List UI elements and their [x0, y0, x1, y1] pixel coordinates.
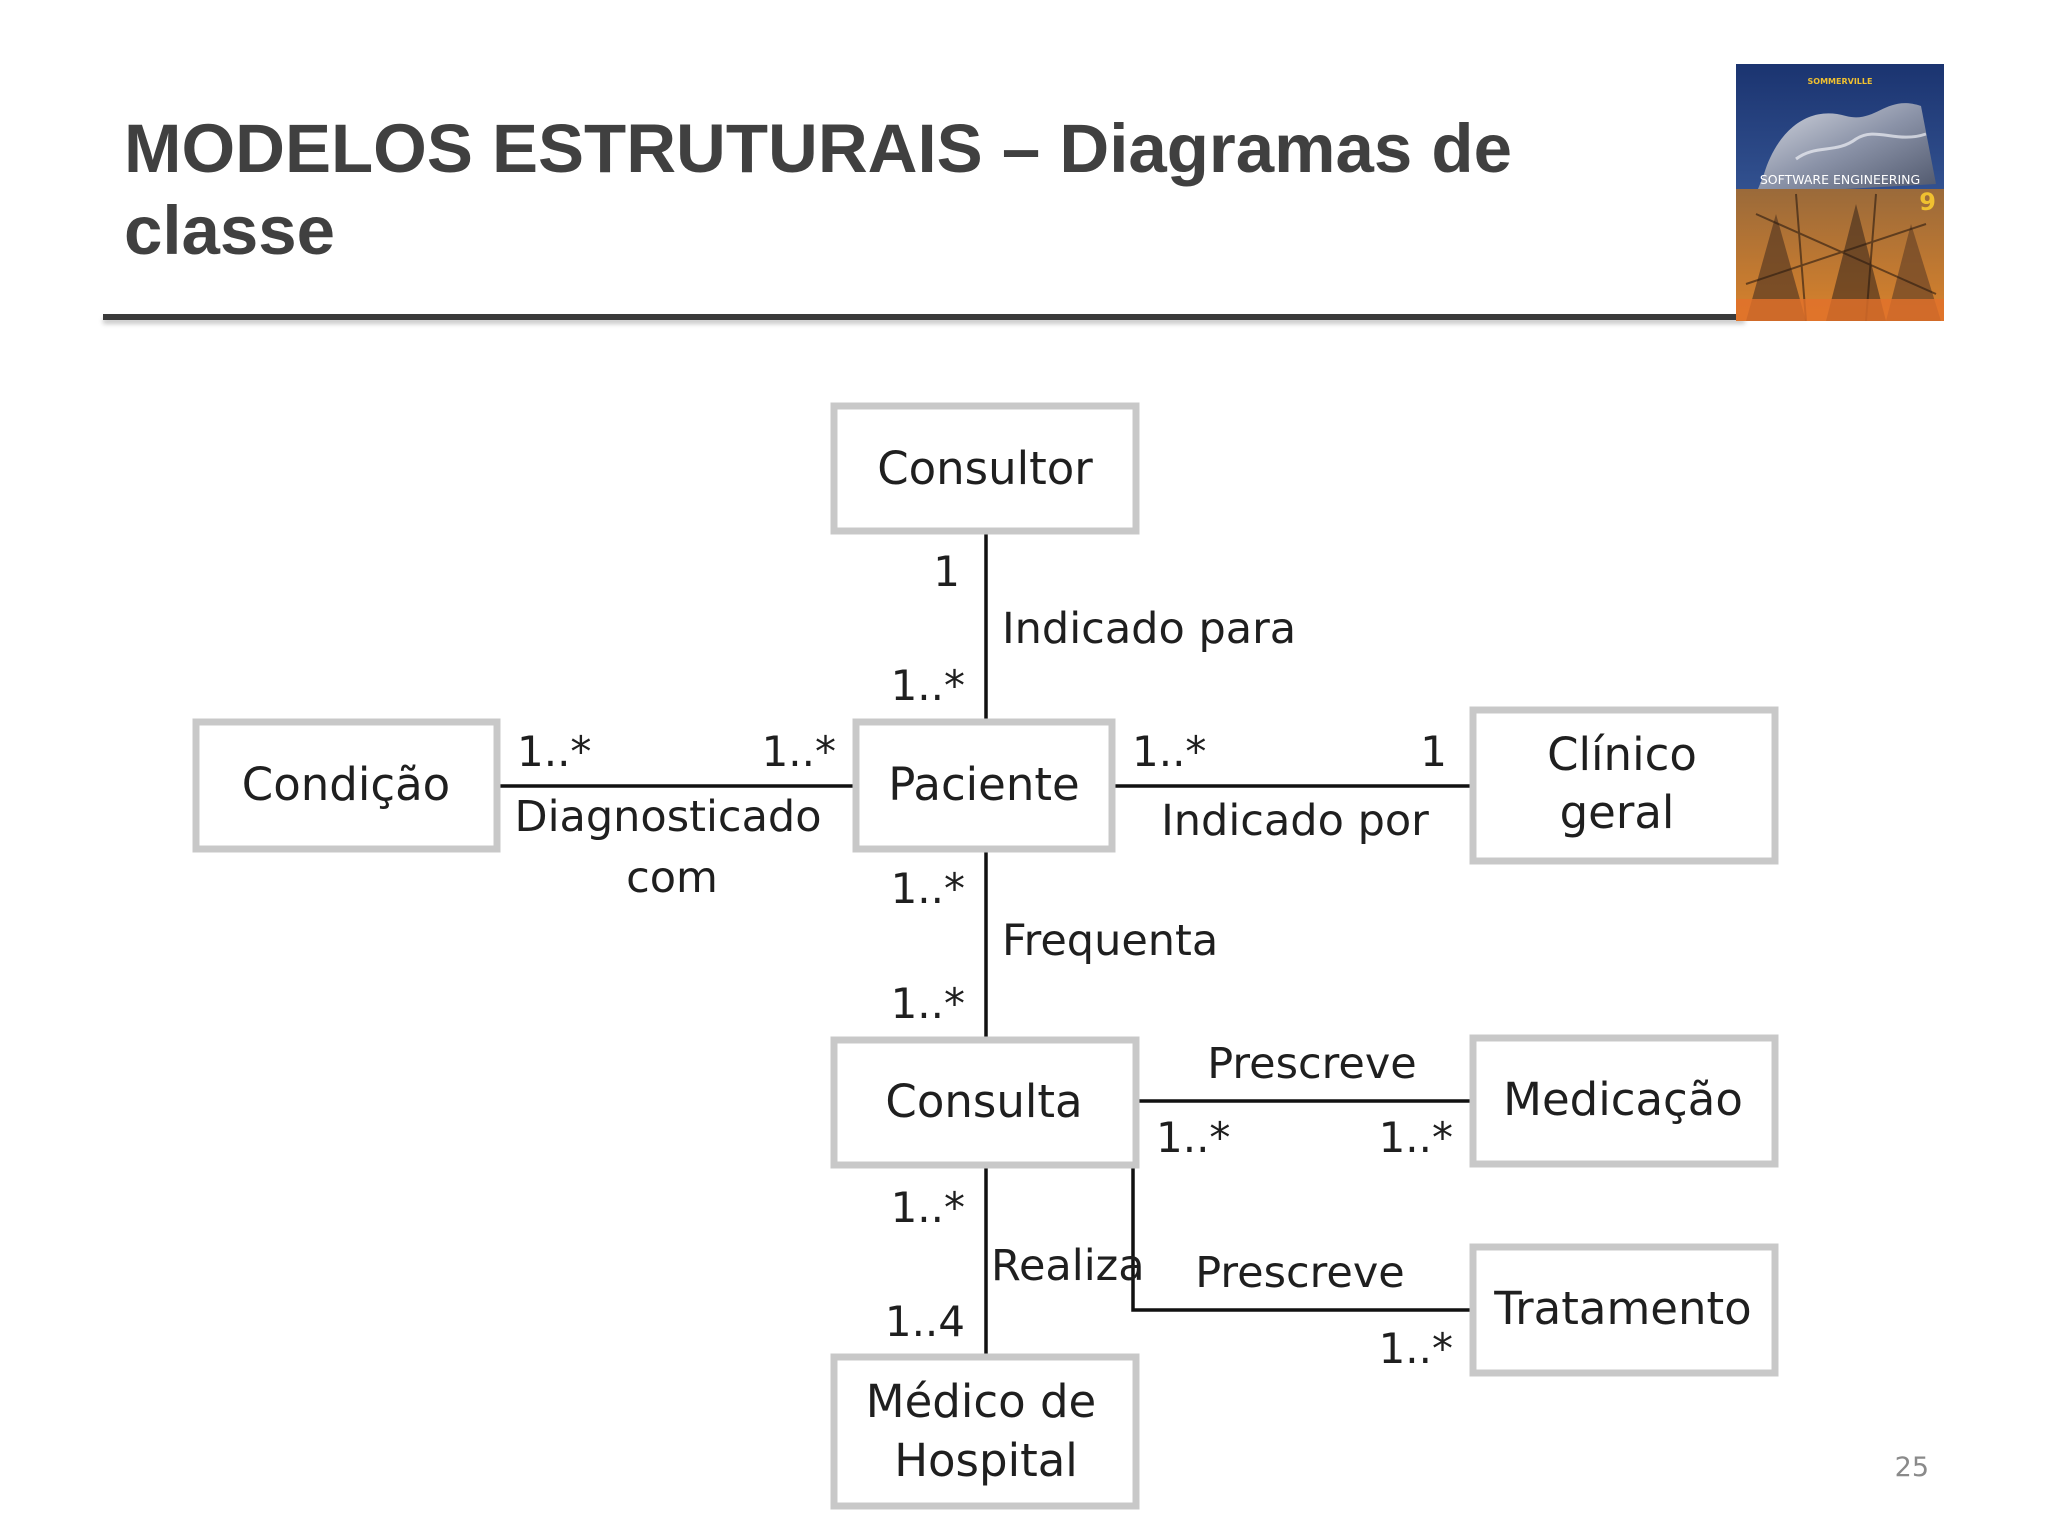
cover-author: SOMMERVILLE	[1808, 77, 1873, 86]
class-name-tratamento: Tratamento	[1493, 1282, 1751, 1335]
cover-title: SOFTWARE ENGINEERING	[1760, 172, 1920, 187]
assoc-label-diagnosticado-line-2: com	[626, 853, 718, 903]
class-name-condicao: Condição	[242, 758, 450, 811]
assoc-label-diagnosticado-line-1: Diagnosticado	[514, 792, 821, 842]
mult-condicao-side: 1..*	[517, 727, 591, 776]
class-condicao: Condição	[192, 718, 501, 853]
mult-consultor-side: 1	[933, 547, 960, 596]
slide-title: MODELOS ESTRUTURAIS – Diagramas de class…	[124, 108, 1624, 272]
class-name-clinico-line-1: Clínico	[1547, 728, 1697, 781]
class-paciente: Paciente	[852, 718, 1116, 853]
assoc-label-prescreve-medicacao: Prescreve	[1207, 1039, 1417, 1089]
line-consulta-tratamento	[1131, 1166, 1473, 1312]
assoc-label-indicado-por: Indicado por	[1161, 796, 1429, 846]
mult-paciente-side-consulta: 1..*	[891, 864, 965, 913]
assoc-label-frequenta: Frequenta	[1002, 916, 1218, 966]
class-medico-de-hospital: Médico de Hospital	[830, 1353, 1140, 1510]
class-consulta: Consulta	[830, 1036, 1140, 1169]
class-name-paciente: Paciente	[888, 758, 1079, 811]
class-name-consulta: Consulta	[885, 1075, 1082, 1128]
association-lines	[497, 533, 1473, 1357]
mult-paciente-side-clinico: 1..*	[1132, 727, 1206, 776]
mult-consulta-side-medicacao: 1..*	[1156, 1113, 1230, 1162]
assoc-label-indicado-para: Indicado para	[1002, 604, 1296, 654]
mult-medico-side: 1..4	[885, 1297, 965, 1346]
mult-consulta-side-paciente: 1..*	[891, 979, 965, 1028]
class-name-consultor: Consultor	[877, 442, 1093, 495]
slide-title-line-1: MODELOS ESTRUTURAIS – Diagramas de	[124, 110, 1512, 187]
cover-edition: 9	[1919, 188, 1936, 216]
mult-consulta-side-medico: 1..*	[891, 1183, 965, 1232]
class-tratamento: Tratamento	[1469, 1243, 1779, 1377]
class-name-medico-line-2: Hospital	[894, 1434, 1078, 1487]
page-number: 25	[1894, 1452, 1929, 1483]
assoc-label-prescreve-tratamento: Prescreve	[1195, 1248, 1405, 1298]
slide-title-line-2: classe	[124, 192, 336, 269]
class-medicacao: Medicação	[1469, 1034, 1779, 1168]
mult-medicacao-side: 1..*	[1379, 1113, 1453, 1162]
assoc-label-realiza: Realiza	[991, 1241, 1145, 1291]
class-clinico-geral: Clínico geral	[1469, 706, 1779, 865]
mult-tratamento-side: 1..*	[1379, 1324, 1453, 1373]
title-underline	[103, 314, 1745, 320]
mult-paciente-side-condicao: 1..*	[762, 727, 836, 776]
mult-paciente-side-consultor: 1..*	[891, 661, 965, 710]
class-name-medicacao: Medicação	[1503, 1073, 1743, 1126]
class-consultor: Consultor	[830, 402, 1140, 535]
class-name-medico-line-1: Médico de	[866, 1375, 1096, 1428]
book-cover-image: SOMMERVILLE SOFTWARE ENGINEERING 9	[1736, 64, 1944, 321]
class-name-clinico-line-2: geral	[1560, 786, 1675, 839]
mult-clinico-side: 1	[1420, 727, 1447, 776]
